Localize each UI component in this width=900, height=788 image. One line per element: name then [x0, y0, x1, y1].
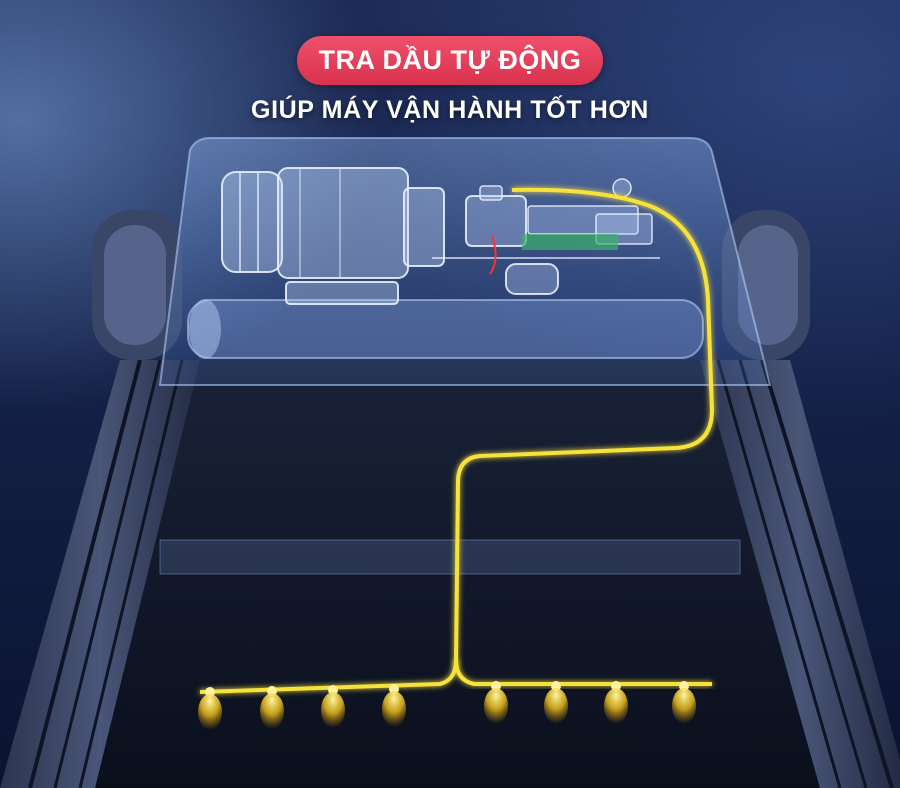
motor-cover	[158, 137, 772, 386]
oil-nozzle	[484, 681, 508, 724]
right-rail	[700, 359, 900, 788]
deck-crossbar	[159, 539, 741, 575]
subtitle: GIÚP MÁY VẬN HÀNH TỐT HƠN	[251, 96, 649, 124]
oil-nozzle	[260, 686, 284, 729]
left-rail	[0, 359, 200, 788]
title-badge: TRA DẦU TỰ ĐỘNG	[296, 36, 604, 85]
headline: TRA DẦU TỰ ĐỘNG	[0, 36, 900, 85]
oil-nozzle	[321, 685, 345, 728]
red-wire	[489, 235, 497, 275]
oil-line-branch	[454, 659, 712, 686]
oil-pump	[432, 178, 660, 295]
oil-nozzle	[382, 684, 406, 727]
oil-nozzle	[198, 687, 222, 730]
oil-nozzle	[604, 681, 628, 724]
oil-nozzle	[544, 681, 568, 724]
side-roller-left	[92, 210, 182, 360]
motor	[221, 167, 445, 305]
circuit-board	[522, 234, 618, 250]
oil-nozzle	[672, 681, 696, 724]
